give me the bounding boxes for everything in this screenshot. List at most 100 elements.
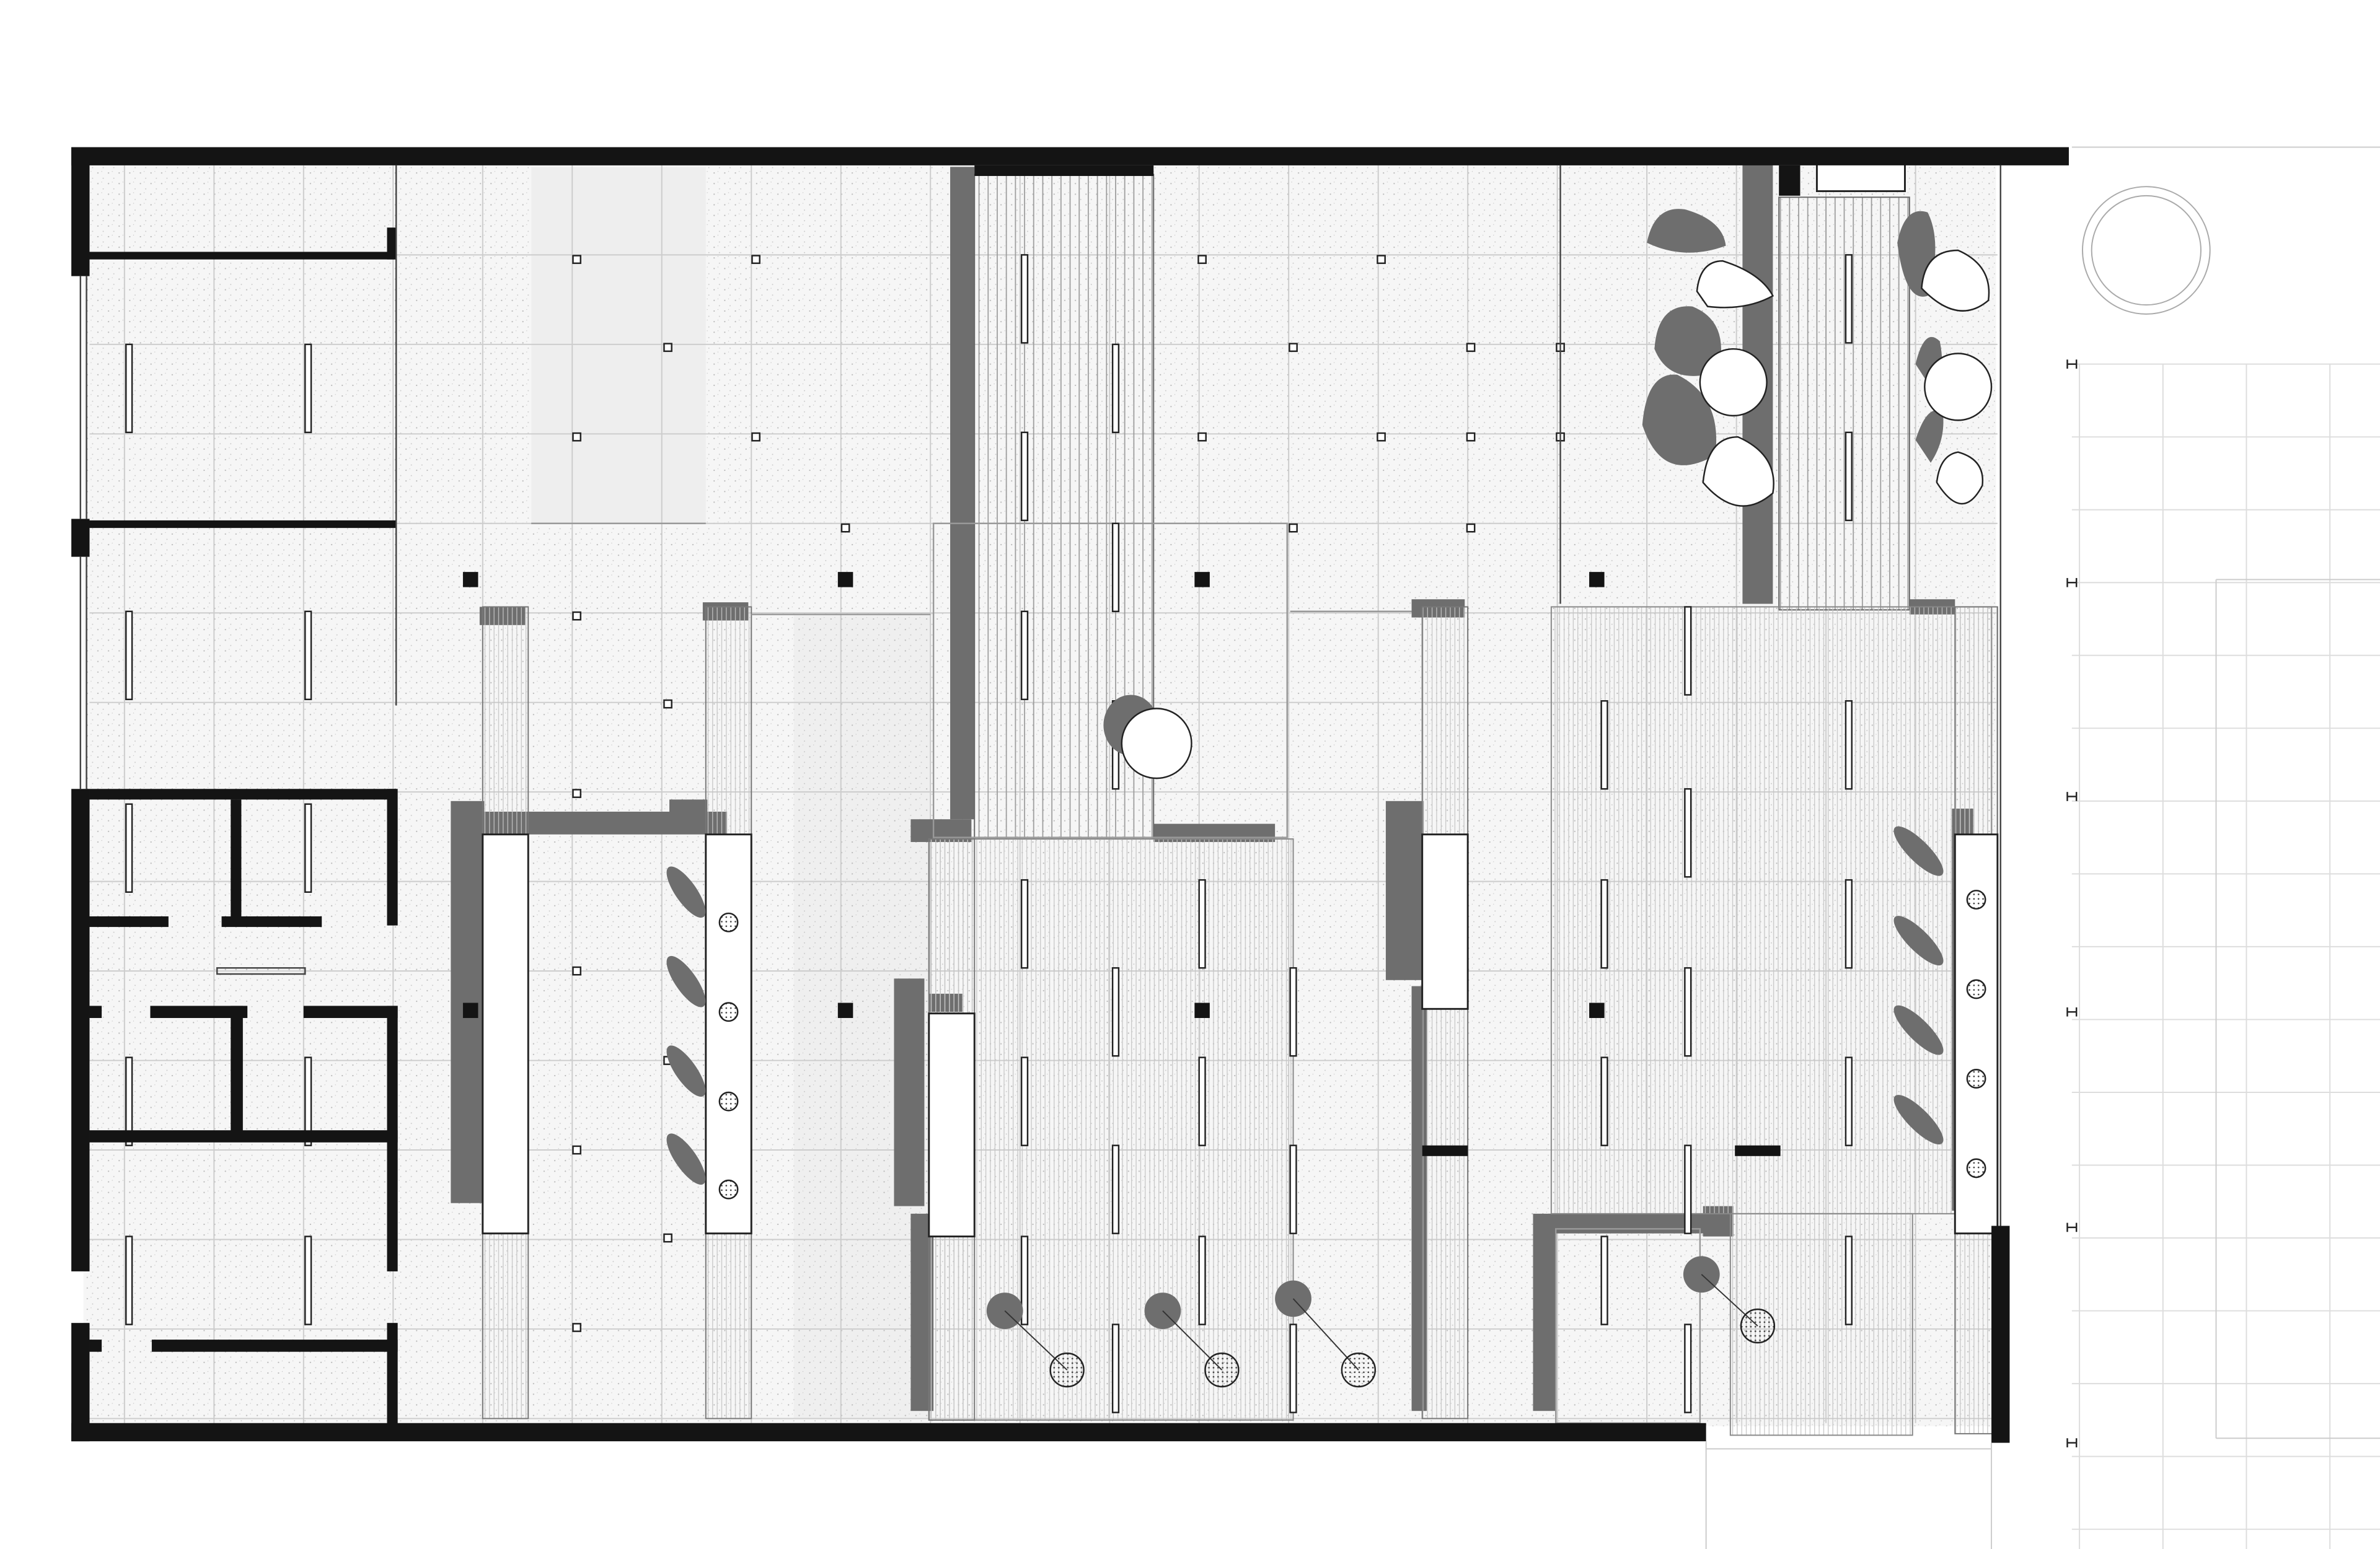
ceiling-marker — [751, 255, 760, 265]
light-slot — [125, 343, 133, 434]
light-slot — [304, 1235, 312, 1325]
room-divider — [387, 1323, 398, 1426]
room-divider — [89, 789, 397, 800]
light-slot — [1844, 700, 1853, 790]
leaf-shadow — [1893, 826, 1944, 876]
bench-strip — [1421, 606, 1469, 1420]
room-divider — [89, 916, 169, 928]
ceiling-marker — [1377, 432, 1386, 442]
wall-left — [71, 1323, 90, 1442]
room-divider — [387, 789, 398, 926]
leaf-shadow — [666, 866, 706, 918]
light-slot — [1684, 1323, 1692, 1413]
round-table — [1924, 353, 1993, 421]
light-slot — [1600, 700, 1608, 790]
ceiling-marker — [1197, 255, 1207, 265]
column-marker — [837, 572, 853, 587]
light-slot — [125, 610, 133, 701]
light-slot — [1111, 967, 1120, 1057]
light-slot — [1020, 254, 1029, 344]
light-slot — [1020, 1235, 1029, 1325]
light-slot — [125, 1056, 133, 1146]
light-slot — [304, 343, 312, 434]
light-slot — [304, 1056, 312, 1146]
round-table — [1699, 348, 1768, 417]
exterior-grid — [2071, 363, 2380, 1549]
light-slot — [1600, 879, 1608, 969]
ceiling-marker — [1466, 523, 1476, 533]
light-slot — [1844, 879, 1853, 969]
leaf-shadow — [1893, 1095, 1944, 1145]
light-slot — [1111, 1144, 1120, 1234]
light-slot — [1289, 967, 1297, 1057]
shadow — [451, 801, 485, 1203]
planter — [718, 912, 739, 932]
counter — [705, 833, 752, 1235]
deck-center — [928, 838, 1294, 1421]
reception-box — [1815, 162, 1906, 192]
ceiling-marker — [1377, 255, 1386, 265]
ceiling-marker — [572, 1323, 581, 1332]
light-slot — [1844, 1235, 1853, 1325]
column-marker — [1194, 1003, 1210, 1018]
light-slot — [1684, 1144, 1692, 1234]
light-slot — [1289, 1323, 1297, 1413]
planter — [718, 1091, 739, 1112]
room-divider — [151, 1340, 398, 1352]
column-markers — [462, 572, 1605, 1018]
planter — [718, 1179, 739, 1200]
room-divider — [89, 1006, 102, 1018]
column-marker — [1194, 572, 1210, 587]
boardwalk-right — [1778, 196, 1910, 611]
pendant-lamp — [1341, 1352, 1376, 1388]
column-marker — [1589, 572, 1605, 587]
wall-left — [71, 789, 90, 1271]
stool — [1936, 451, 1984, 505]
boulder-shadow — [1654, 306, 1721, 376]
planter — [1966, 1158, 1986, 1178]
light-slot — [1844, 1056, 1853, 1146]
light-slot — [1020, 610, 1029, 701]
ceiling-marker — [840, 523, 850, 533]
room-divider — [231, 1006, 243, 1139]
round-table — [1121, 708, 1192, 779]
light-slot — [1844, 431, 1853, 522]
wall-top — [71, 147, 2069, 165]
shadow — [1533, 1213, 1556, 1411]
ceiling-marker — [572, 255, 581, 265]
wall-stub — [1735, 1145, 1781, 1156]
ceiling-marker — [572, 1145, 581, 1155]
light-slots — [125, 254, 1853, 1413]
light-slot — [1844, 254, 1853, 344]
zone-outline — [932, 522, 1288, 838]
tree-outline — [2082, 186, 2211, 315]
wall-stub — [974, 165, 1154, 177]
column-marker — [462, 572, 478, 587]
counter — [482, 833, 529, 1235]
planter — [1966, 890, 1986, 910]
room-divider — [387, 227, 397, 260]
pendant-lamp — [1204, 1352, 1240, 1388]
leaf-shadow — [666, 1045, 706, 1097]
tree — [2091, 195, 2202, 306]
shadow — [1385, 801, 1424, 980]
exterior-lines — [1705, 146, 2380, 1549]
ceiling-marker — [572, 789, 581, 798]
ceiling-marker — [1466, 432, 1476, 442]
wall-left — [71, 519, 90, 557]
stool — [1696, 260, 1774, 309]
ceiling-marker — [663, 1233, 672, 1243]
thin-lines — [79, 165, 2001, 1226]
pendant-lamps — [986, 1256, 1776, 1388]
dimension-ticks — [2066, 359, 2078, 1447]
wall-bottom — [71, 1423, 1706, 1442]
boulder-shadow — [1915, 410, 1944, 463]
light-slot — [1020, 431, 1029, 522]
light-slot — [1111, 343, 1120, 434]
ceiling-marker — [1289, 343, 1298, 353]
light-slot — [125, 1235, 133, 1325]
ceiling-markers — [572, 255, 1565, 1332]
ceiling-marker — [1197, 432, 1207, 442]
stool — [1702, 436, 1774, 507]
shadow — [669, 799, 708, 823]
